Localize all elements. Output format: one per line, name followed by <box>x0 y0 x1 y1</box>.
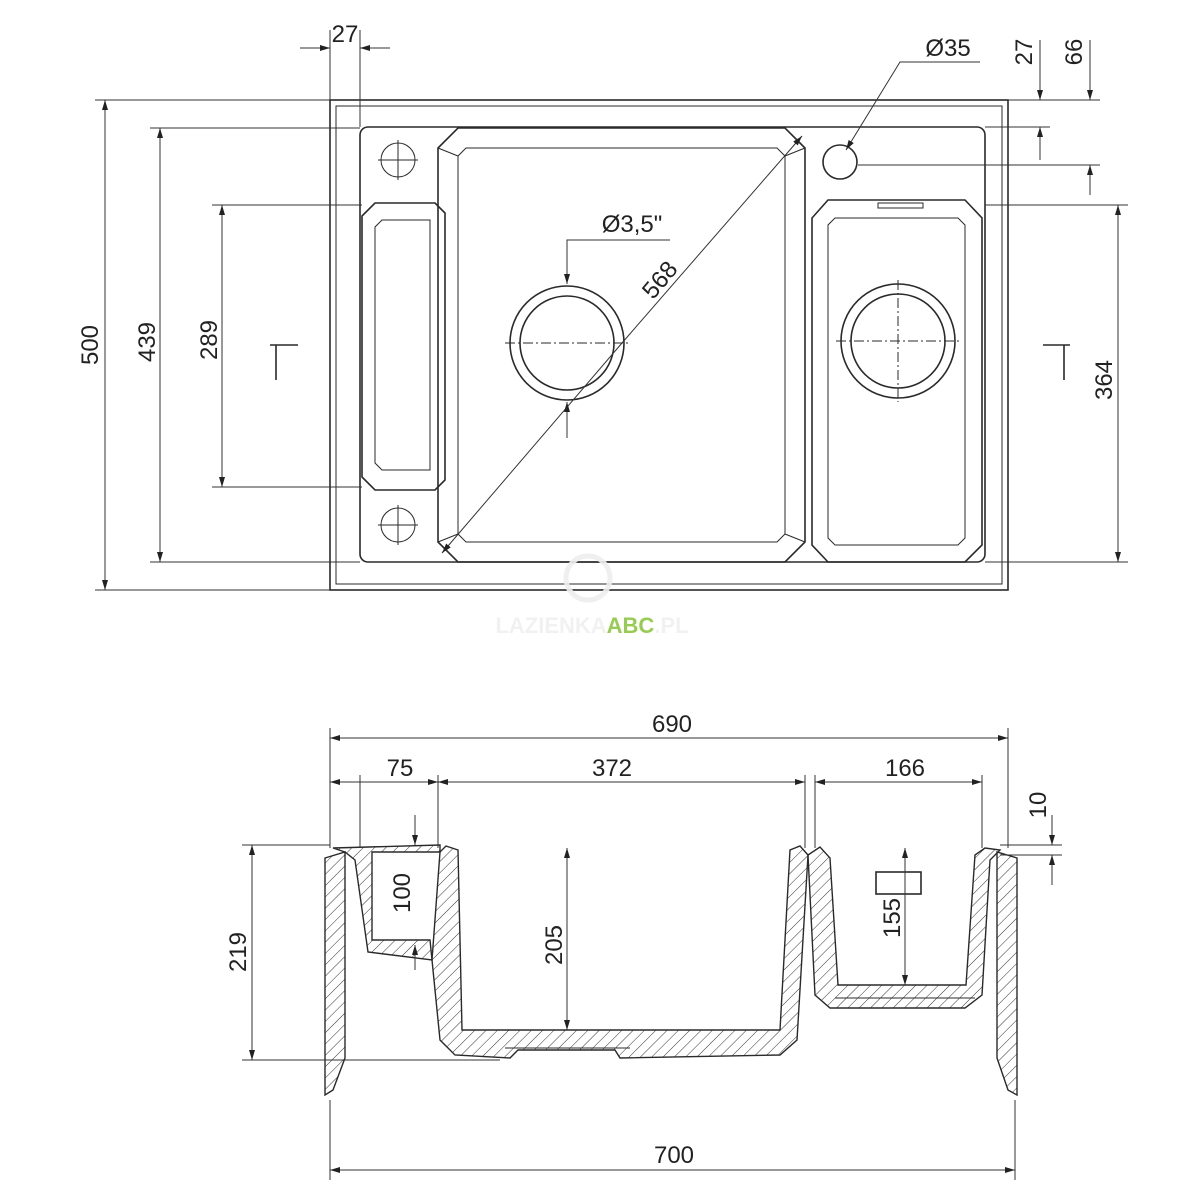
dim-155: 155 <box>879 898 906 938</box>
dim-205: 205 <box>541 925 568 965</box>
dim-27-right: 27 <box>1011 39 1038 66</box>
dim-439: 439 <box>134 322 161 362</box>
small-bowl-section <box>807 846 1002 1009</box>
screw-icon <box>378 505 418 545</box>
section-view: 690 75 372 166 10 219 100 205 155 700 <box>225 711 1062 1180</box>
sink-outline <box>329 99 1009 591</box>
dim-100: 100 <box>389 873 416 913</box>
dim-568-diagonal: 568 <box>637 256 683 304</box>
dim-10: 10 <box>1025 792 1052 819</box>
dim-66: 66 <box>1061 39 1088 66</box>
dim-tap-hole: Ø35 <box>925 35 970 62</box>
tap-hole-icon <box>822 144 858 180</box>
overflow-icon <box>875 871 922 895</box>
watermark-accent: ABC <box>607 613 655 638</box>
small-bowl <box>811 199 983 563</box>
watermark-domain: .PL <box>654 613 688 638</box>
watermark-gray: LAZIENKA <box>495 613 606 638</box>
dim-700: 700 <box>654 1142 694 1169</box>
drainer-tray <box>361 202 446 491</box>
dim-drain-diameter: Ø3,5" <box>602 211 663 238</box>
screw-icon <box>378 140 418 180</box>
watermark-logo: LAZIENKAABC.PL <box>495 553 689 638</box>
dim-364: 364 <box>1091 360 1118 400</box>
tray-section <box>332 844 441 961</box>
main-bowl <box>437 127 806 563</box>
dim-219: 219 <box>225 932 252 972</box>
outer-wall-left <box>324 851 346 1097</box>
top-view: 27 Ø35 27 66 500 439 289 364 568 Ø3,5" L… <box>77 21 1128 638</box>
watermark-text: LAZIENKAABC.PL <box>495 613 688 638</box>
dim-27-top: 27 <box>332 21 359 48</box>
dim-500: 500 <box>77 325 104 365</box>
dim-75: 75 <box>387 755 414 782</box>
dim-690: 690 <box>652 711 692 738</box>
dim-289: 289 <box>196 320 223 360</box>
outer-wall-right <box>996 851 1018 1097</box>
dim-372: 372 <box>592 755 632 782</box>
main-bowl-section <box>431 845 809 1059</box>
dim-166: 166 <box>885 755 925 782</box>
